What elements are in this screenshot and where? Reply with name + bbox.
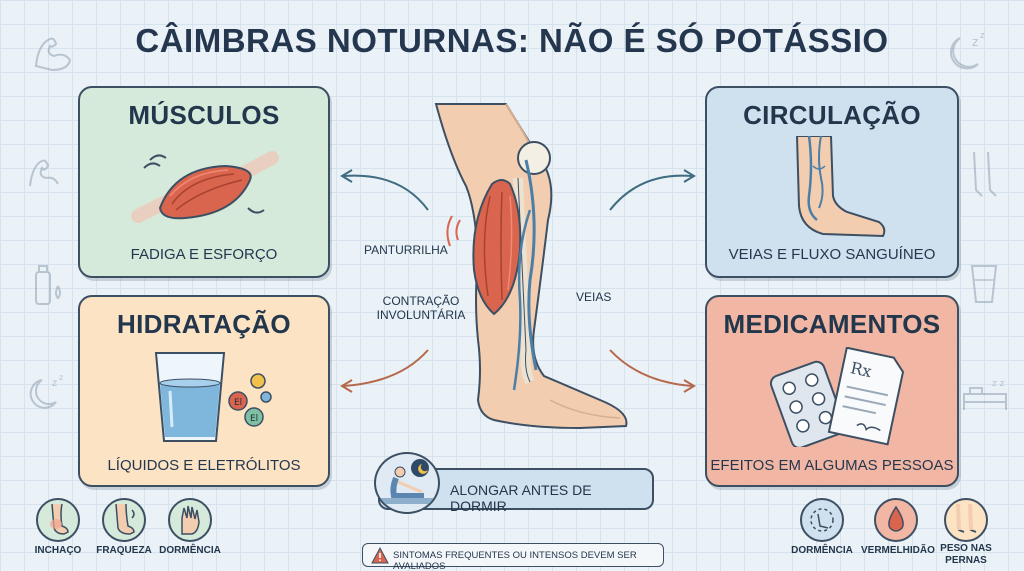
label-veias: VEIAS: [576, 290, 612, 304]
label-panturrilha: PANTURRILHA: [364, 243, 448, 257]
warning-icon: [371, 547, 389, 564]
card-hidratacao: HIDRATAÇÃO El El LÍQUIDOS E ELETRÓLITOS: [78, 295, 330, 487]
arrow-to-medicamentos: [609, 349, 693, 387]
muscle-icon: [131, 151, 279, 223]
label-contracao-line1: CONTRAÇÃO: [382, 294, 460, 308]
svg-text:z: z: [972, 35, 978, 49]
svg-text:z: z: [59, 373, 63, 382]
moon-sleep-icon: z z: [29, 373, 63, 409]
card-circulacao: CIRCULAÇÃO VEIAS E FLUXO SANGUÍNEO: [705, 86, 959, 278]
moon-sleep-icon-right: z z: [950, 31, 985, 70]
svg-text:z: z: [52, 378, 57, 389]
card-medicamentos: MEDICAMENTOS Rx EFEITOS EM ALGUMAS PESSO…: [705, 295, 959, 487]
symptom-label-dormencia-left: DORMÊNCIA: [159, 545, 221, 556]
arrow-to-circulacao: [609, 174, 693, 211]
card-hidratacao-title: HIDRATAÇÃO: [117, 309, 291, 339]
card-medicamentos-title: MEDICAMENTOS: [723, 309, 941, 339]
card-circulacao-subtitle: VEIAS E FLUXO SANGUÍNEO: [728, 246, 936, 263]
stretching-person-icon: [374, 452, 440, 514]
electrolytes-icon: El El: [228, 373, 272, 427]
arm-icon: [29, 159, 59, 187]
flexed-arm-icon: [34, 37, 72, 72]
page-title: CÂIMBRAS NOTURNAS: NÃO É SÓ POTÁSSIO: [135, 22, 889, 59]
card-musculos-subtitle: FADIGA E ESFORÇO: [130, 246, 278, 263]
symptom-label-vermelhidao: VERMELHIDÃO: [861, 545, 935, 556]
weak-leg-icon: [102, 498, 146, 542]
blood-drop-icon: [874, 498, 918, 542]
swollen-leg-icon: [36, 498, 80, 542]
bottle-icon: [35, 265, 61, 305]
numb-hand-icon: [168, 498, 212, 542]
card-medicamentos-subtitle: EFEITOS EM ALGUMAS PESSOAS: [710, 457, 954, 474]
heavy-legs-icon: [944, 498, 988, 542]
label-contracao: CONTRAÇÃO INVOLUNTÁRIA: [370, 294, 472, 323]
symptom-label-fraqueza: FRAQUEZA: [96, 545, 152, 556]
svg-text:z z: z z: [992, 379, 1005, 389]
bed-icon: z z: [963, 379, 1007, 410]
symptom-label-inchaco: INCHAÇO: [34, 545, 82, 556]
electrolyte-label-2: El: [250, 414, 258, 424]
water-glass-illustration: [154, 352, 226, 442]
rx-label: Rx: [849, 358, 874, 381]
leg-anatomy-illustration: [434, 103, 628, 430]
symptom-label-peso-line2: PERNAS: [945, 554, 987, 566]
symptom-label-peso-line1: PESO NAS: [940, 543, 992, 554]
arrow-to-hidratacao: [343, 349, 429, 387]
leg-veins-icon: [795, 136, 886, 238]
arrow-to-musculos: [343, 174, 429, 211]
warning-text: SINTOMAS FREQUENTES OU INTENSOS DEVEM SE…: [393, 550, 637, 571]
symptom-label-peso: PESO NAS PERNAS: [931, 543, 1001, 566]
symptom-label-dormencia-right: DORMÊNCIA: [791, 545, 853, 556]
stretch-label: ALONGAR ANTES DE DORMIR: [450, 482, 592, 514]
electrolyte-label-1: El: [234, 398, 242, 408]
legs-icon: [973, 151, 997, 197]
card-circulacao-title: CIRCULAÇÃO: [743, 100, 921, 130]
card-hidratacao-subtitle: LÍQUIDOS E ELETRÓLITOS: [107, 457, 301, 474]
pills-prescription-icon: Rx: [769, 347, 905, 447]
water-glass-icon: [970, 265, 998, 303]
svg-text:z: z: [980, 31, 985, 41]
label-contracao-line2: INVOLUNTÁRIA: [376, 307, 466, 322]
card-musculos: MÚSCULOS FADIGA E ESFORÇO: [78, 86, 330, 278]
numb-foot-icon: [800, 498, 844, 542]
warning-banner: SINTOMAS FREQUENTES OU INTENSOS DEVEM SE…: [362, 543, 664, 571]
card-musculos-title: MÚSCULOS: [128, 100, 280, 130]
